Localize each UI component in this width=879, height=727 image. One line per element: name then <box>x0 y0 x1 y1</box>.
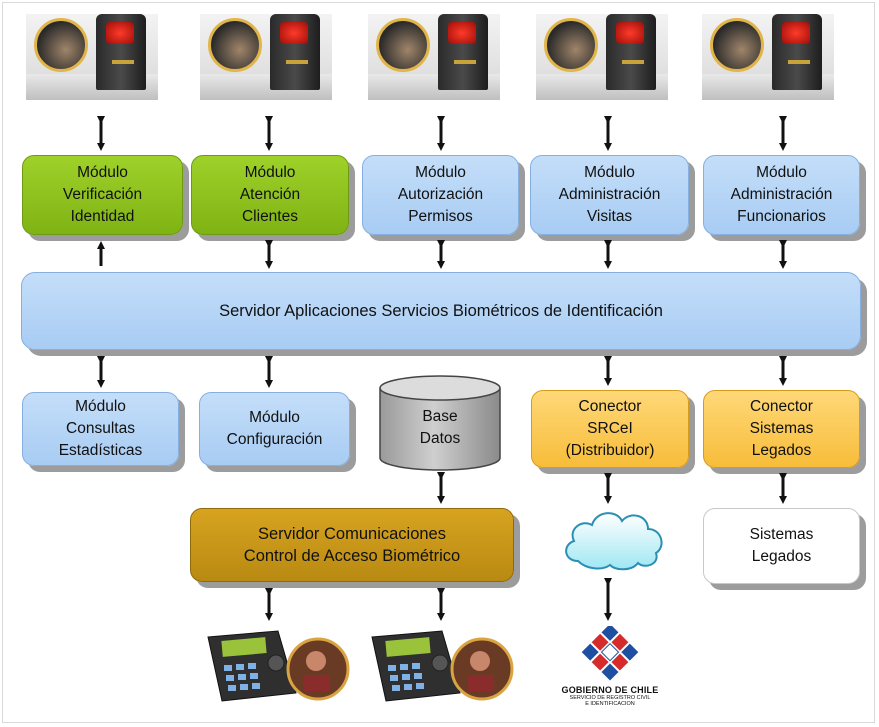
fingerprint-scanner-photo-5 <box>702 14 834 100</box>
module-verificacion-identidad: Módulo Verificación Identidad <box>22 155 183 235</box>
server-comunicaciones-acceso: Servidor Comunicaciones Control de Acces… <box>190 508 514 582</box>
module-administracion-funcionarios: Módulo Administración Funcionarios <box>703 155 860 235</box>
access-terminal-photo-2 <box>371 630 514 702</box>
cloud-icon <box>565 512 663 571</box>
government-logo-subtitle: SERVICIO DE REGISTRO CIVIL E IDENTIFICAC… <box>569 695 651 707</box>
module-configuracion: Módulo Configuración <box>199 392 350 466</box>
server-aplicaciones-biometricos: Servidor Aplicaciones Servicios Biométri… <box>21 272 861 350</box>
government-logo <box>581 626 639 681</box>
database-label: Base Datos <box>419 408 461 447</box>
module-autorizacion-permisos: Módulo Autorización Permisos <box>362 155 519 235</box>
module-atencion-clientes: Módulo Atención Clientes <box>191 155 349 235</box>
sistemas-legados: Sistemas Legados <box>703 508 860 584</box>
fingerprint-scanner-photo-1 <box>26 14 158 100</box>
fingerprint-scanner-photo-3 <box>368 14 500 100</box>
government-logo-text: GOBIERNO DE CHILE SERVICIO DE REGISTRO C… <box>548 685 672 707</box>
government-logo-title: GOBIERNO DE CHILE <box>561 685 659 695</box>
fingerprint-scanner-photo-2 <box>200 14 332 100</box>
fingerprint-scanner-photo-4 <box>536 14 668 100</box>
database-cylinder <box>379 375 501 471</box>
access-terminal-photo-1 <box>207 630 350 702</box>
connector-srcei: Conector SRCeI (Distribuidor) <box>531 390 689 468</box>
connector-sistemas-legados: Conector Sistemas Legados <box>703 390 860 468</box>
module-consultas-estadisticas: Módulo Consultas Estadísticas <box>22 392 179 466</box>
module-administracion-visitas: Módulo Administración Visitas <box>530 155 689 235</box>
